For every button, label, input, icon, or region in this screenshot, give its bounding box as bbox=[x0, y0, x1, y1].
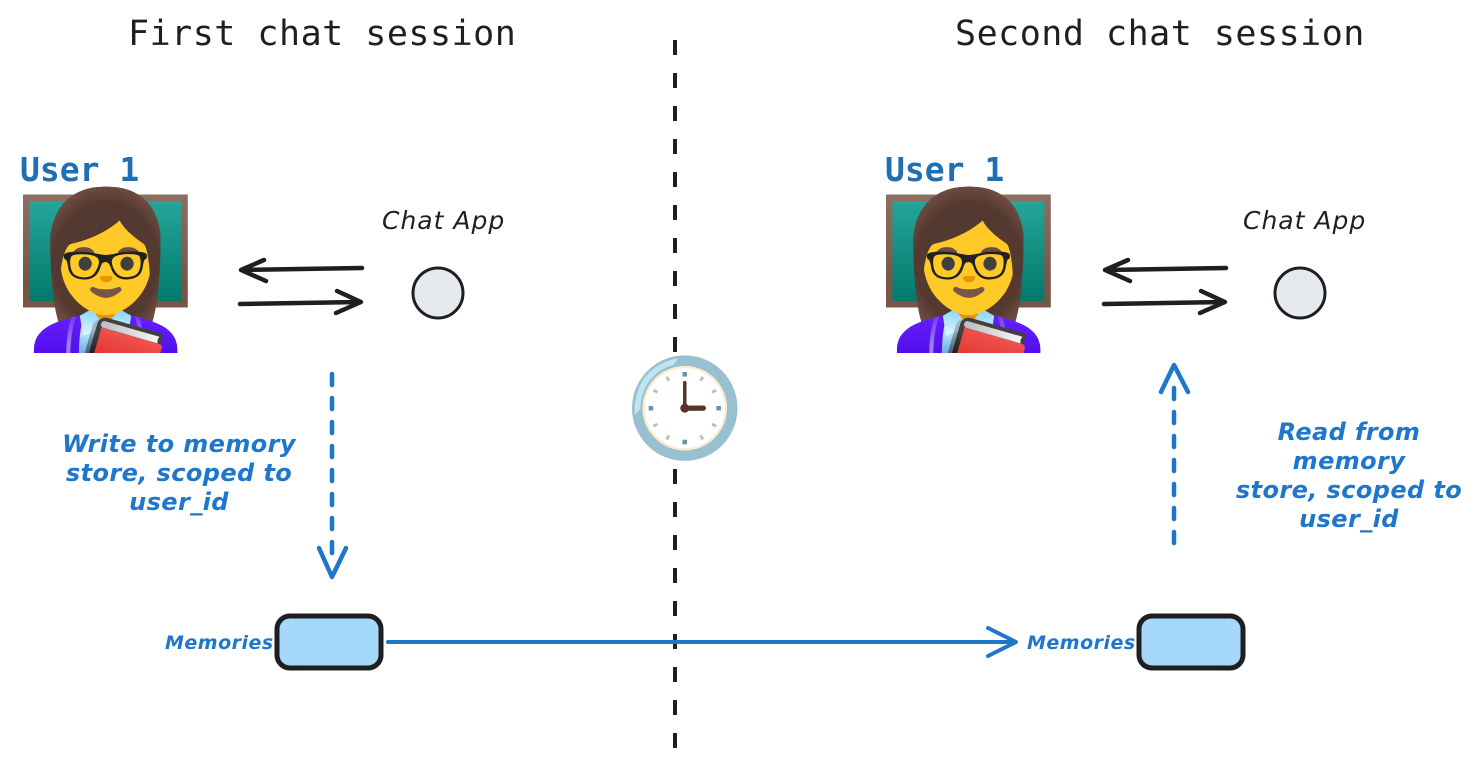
memories-label-second: Memories bbox=[1027, 632, 1136, 654]
bidirectional-arrows-icon-first bbox=[237, 257, 365, 316]
flow-note-second: Read from memory store, scoped to user_i… bbox=[1218, 418, 1480, 534]
session-title-second: Second chat session bbox=[955, 14, 1365, 54]
flow-note-line: Write to memory bbox=[62, 430, 296, 458]
user-avatar-first: 👩‍🏫 bbox=[12, 184, 199, 358]
dashed-up-arrow-icon-second bbox=[1158, 362, 1191, 555]
bidirectional-arrows-icon-second bbox=[1101, 257, 1229, 316]
memory-persistence-arrow bbox=[386, 626, 1018, 658]
memory-store-box-icon-second[interactable] bbox=[1136, 613, 1248, 671]
flow-note-line: store, scoped to bbox=[65, 459, 293, 487]
user-label-second: User 1 bbox=[885, 150, 1005, 189]
vertical-dashed-divider bbox=[673, 40, 677, 765]
session-title-first: First chat session bbox=[128, 14, 517, 54]
chat-app-circle-icon-second bbox=[1273, 266, 1327, 320]
memory-store-box-icon-first[interactable] bbox=[274, 613, 386, 671]
flow-note-line: user_id bbox=[129, 488, 229, 516]
chat-app-label-second: Chat App bbox=[1243, 206, 1367, 235]
clock-emoji: 🕒 bbox=[625, 352, 745, 464]
flow-note-line: user_id bbox=[1299, 505, 1399, 533]
dashed-down-arrow-icon-first bbox=[316, 371, 349, 580]
chat-app-label-first: Chat App bbox=[382, 206, 506, 235]
flow-note-line: Read from memory bbox=[1277, 418, 1421, 475]
memories-label-first: Memories bbox=[165, 632, 274, 654]
flow-note-first: Write to memory store, scoped to user_id bbox=[48, 430, 310, 517]
user-avatar-second: 👩‍🏫 bbox=[875, 184, 1062, 358]
chat-app-circle-icon-first bbox=[411, 266, 465, 320]
user-label-first: User 1 bbox=[20, 150, 140, 189]
flow-note-line: store, scoped to bbox=[1235, 476, 1463, 504]
